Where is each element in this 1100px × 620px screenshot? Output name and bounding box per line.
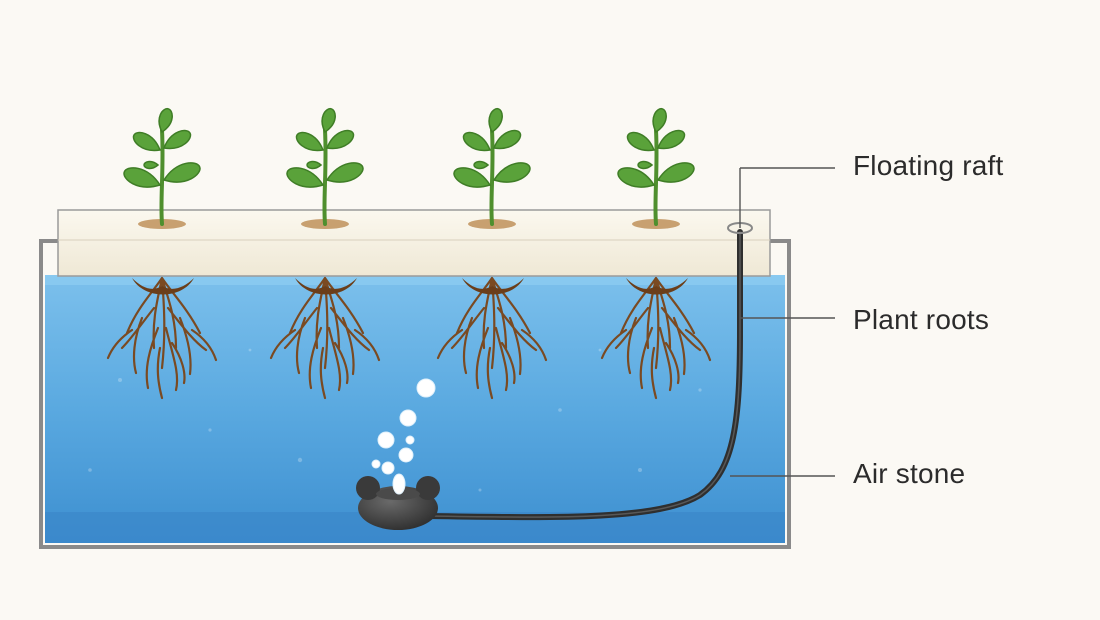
seedling-icon <box>286 108 364 226</box>
seedling-icon <box>123 108 201 226</box>
plant-roots-label: Plant roots <box>853 304 990 335</box>
floating-raft-label: Floating raft <box>853 150 1004 181</box>
air-stone-label: Air stone <box>853 458 966 489</box>
plants-group <box>123 108 695 226</box>
seedling-icon <box>453 108 531 226</box>
bubble-icon <box>371 378 436 495</box>
water-surface <box>45 275 785 285</box>
water-texture <box>88 348 702 492</box>
air-tube-highlight <box>429 231 741 518</box>
air-stone-icon <box>356 476 440 530</box>
seedling-icon <box>617 108 695 226</box>
